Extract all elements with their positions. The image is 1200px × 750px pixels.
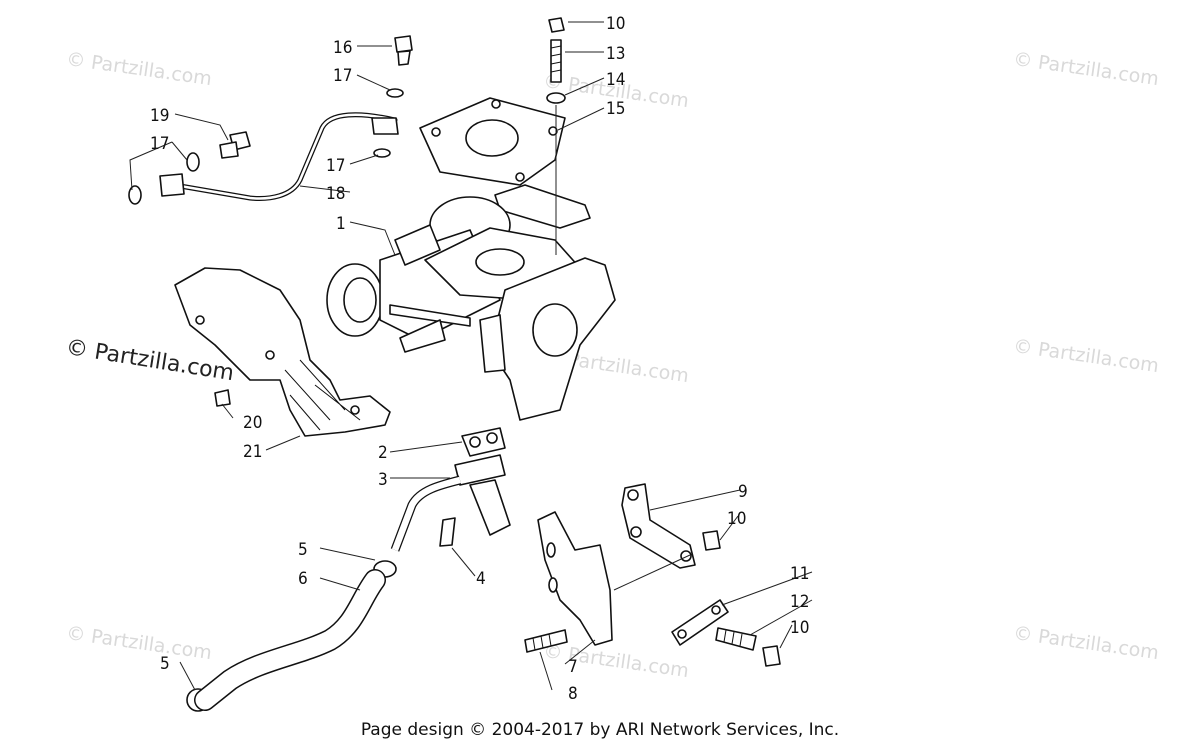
oil-return-pipe-3[interactable] — [390, 454, 511, 552]
bolt-20[interactable] — [214, 389, 231, 407]
callout-5[interactable]: 5 — [298, 540, 308, 560]
callout-10[interactable]: 10 — [790, 618, 809, 638]
stud-12[interactable] — [715, 627, 757, 651]
callout-18[interactable]: 18 — [326, 184, 345, 204]
washer-14[interactable] — [546, 92, 566, 104]
washer-17-upper[interactable] — [386, 88, 404, 98]
callout-12[interactable]: 12 — [790, 592, 809, 612]
callout-15[interactable]: 15 — [606, 99, 625, 119]
callout-3[interactable]: 3 — [378, 470, 388, 490]
callout-11[interactable]: 11 — [790, 564, 809, 584]
callout-1[interactable]: 1 — [336, 214, 346, 234]
callout-5[interactable]: 5 — [160, 654, 170, 674]
callout-17[interactable]: 17 — [326, 156, 345, 176]
bolt-19[interactable] — [219, 131, 251, 159]
gasket-15[interactable] — [419, 97, 566, 186]
callout-21[interactable]: 21 — [243, 442, 262, 462]
nut-10-top[interactable] — [548, 17, 565, 33]
oil-pipe-18[interactable] — [159, 112, 399, 201]
gasket-2[interactable] — [461, 427, 506, 457]
hose-6[interactable] — [194, 569, 386, 711]
callout-16[interactable]: 16 — [333, 38, 352, 58]
leader-lines — [129, 21, 813, 691]
callout-6[interactable]: 6 — [298, 569, 308, 589]
bracket-7[interactable] — [537, 511, 613, 646]
nut-10-bottom[interactable] — [762, 645, 781, 667]
callout-9[interactable]: 9 — [738, 482, 748, 502]
callout-10[interactable]: 10 — [727, 509, 746, 529]
bolt-16[interactable] — [394, 35, 413, 66]
bolt-4[interactable] — [439, 517, 456, 547]
nut-10-mid[interactable] — [702, 530, 721, 551]
callout-20[interactable]: 20 — [243, 413, 262, 433]
callout-17[interactable]: 17 — [333, 66, 352, 86]
callout-2[interactable]: 2 — [378, 443, 388, 463]
callout-8[interactable]: 8 — [568, 684, 578, 704]
plate-11[interactable] — [671, 599, 729, 646]
stud-8[interactable] — [524, 629, 568, 653]
callout-4[interactable]: 4 — [476, 569, 486, 589]
callout-13[interactable]: 13 — [606, 44, 625, 64]
callout-14[interactable]: 14 — [606, 70, 625, 90]
heat-shield-21[interactable] — [174, 267, 391, 437]
stud-13[interactable] — [550, 39, 562, 83]
footer-copyright: Page design © 2004-2017 by ARI Network S… — [360, 720, 840, 740]
washer-17-left-a[interactable] — [186, 152, 200, 172]
washer-17-left-b[interactable] — [128, 185, 142, 205]
callout-7[interactable]: 7 — [568, 657, 578, 677]
bracket-9[interactable] — [621, 483, 696, 569]
callout-19[interactable]: 19 — [150, 106, 169, 126]
turbocharger-1[interactable] — [326, 184, 616, 421]
callout-17[interactable]: 17 — [150, 134, 169, 154]
callout-10[interactable]: 10 — [606, 14, 625, 34]
